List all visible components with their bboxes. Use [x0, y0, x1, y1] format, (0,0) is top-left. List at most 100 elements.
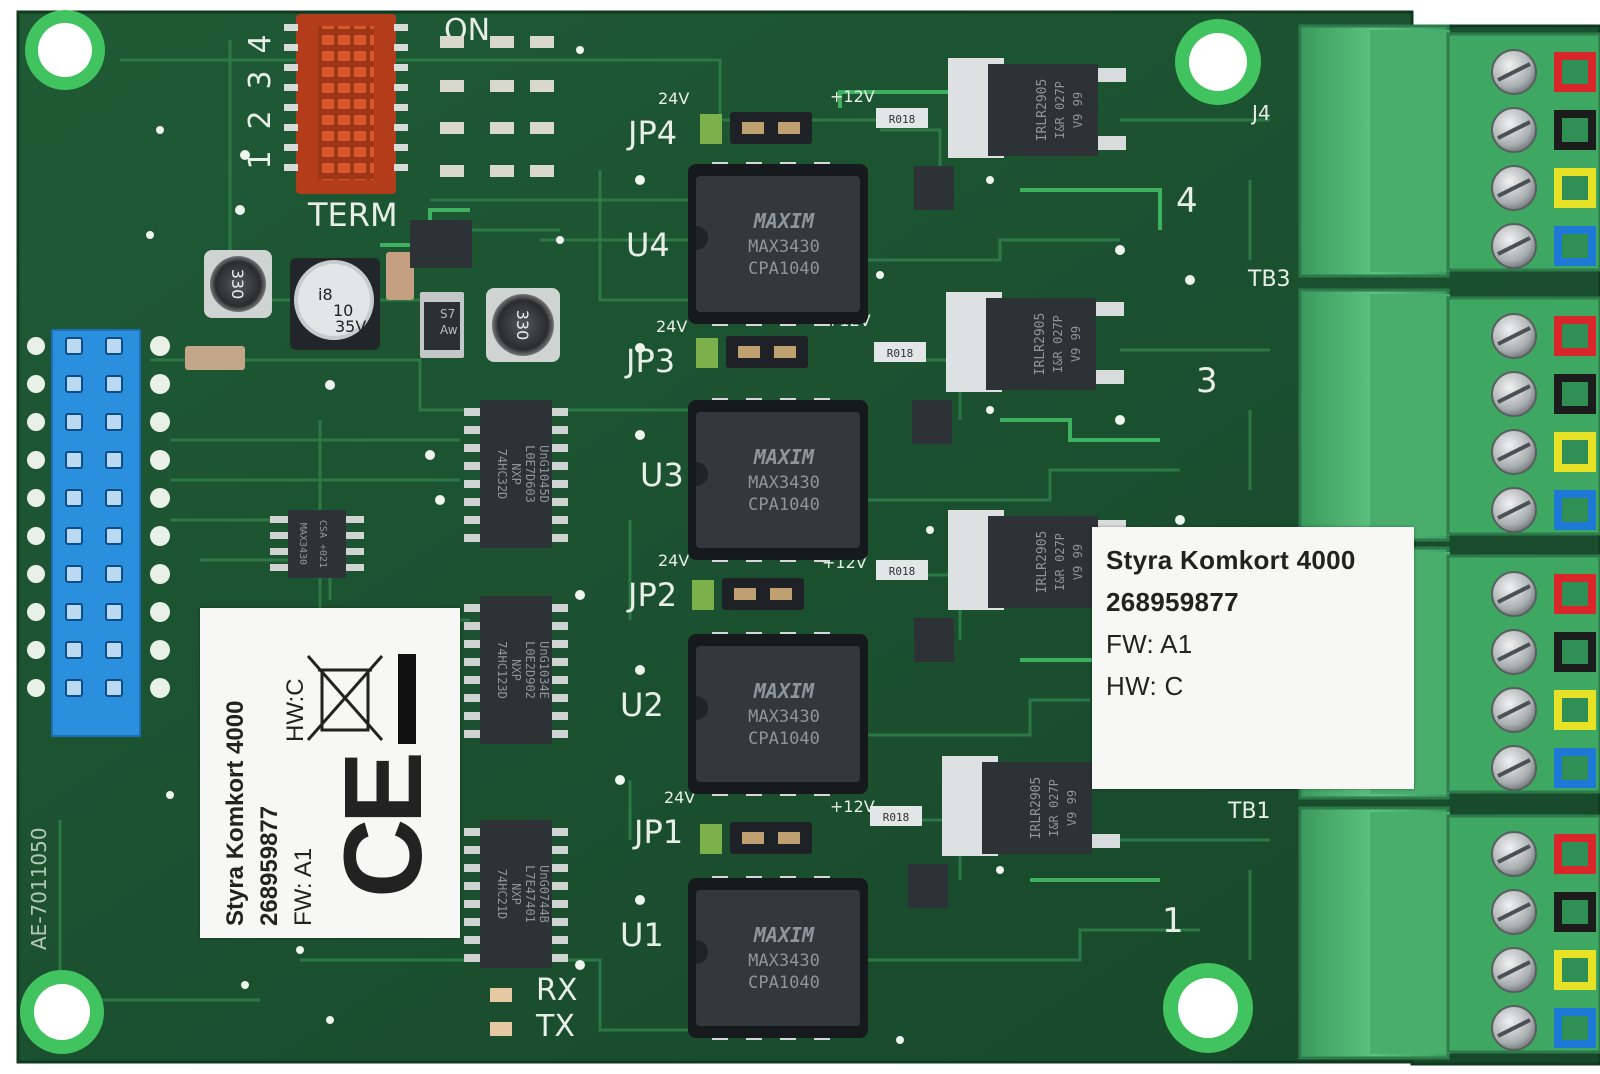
header-pin	[105, 337, 123, 355]
screw-icon[interactable]	[1491, 745, 1537, 791]
label-right-fw: FW: A1	[1106, 629, 1193, 659]
header-pin	[105, 451, 123, 469]
screw-icon[interactable]	[1491, 223, 1537, 269]
screw-icon[interactable]	[1491, 889, 1537, 935]
header-pin	[105, 565, 123, 583]
screw-icon[interactable]	[1491, 107, 1537, 153]
terminal-block[interactable]	[1298, 806, 1600, 1060]
svg-text:UnG0744B: UnG0744B	[537, 865, 551, 923]
header-pad	[27, 679, 45, 697]
header-pad	[150, 488, 170, 508]
header-pad	[150, 336, 170, 356]
svg-text:I&R 027P: I&R 027P	[1051, 315, 1065, 373]
led-tx	[490, 1022, 512, 1036]
svg-text:MAXIM: MAXIM	[753, 923, 815, 947]
screw-icon[interactable]	[1491, 429, 1537, 475]
svg-text:CPA1040: CPA1040	[748, 729, 820, 749]
svg-text:MAXIM: MAXIM	[753, 679, 815, 703]
svg-text:UnG1045D: UnG1045D	[537, 445, 551, 503]
small-max3430: MAX3430 CSA +021	[270, 510, 364, 578]
svg-text:3: 3	[243, 70, 278, 89]
svg-text:V9 99: V9 99	[1069, 326, 1083, 362]
header-pad	[150, 678, 170, 698]
label-left-title: Styra Komkort 4000	[222, 700, 249, 926]
svg-text:CPA1040: CPA1040	[748, 495, 820, 515]
screw-icon[interactable]	[1491, 571, 1537, 617]
screw-icon[interactable]	[1491, 831, 1537, 877]
jumper-24v-label: 24V	[664, 788, 695, 807]
svg-text:R018: R018	[889, 113, 916, 126]
label-left: Styra Komkort 4000 268959877 FW: A1 HW:C…	[200, 608, 460, 938]
screw-icon[interactable]	[1491, 371, 1537, 417]
screw-icon[interactable]	[1491, 49, 1537, 95]
jumper-12v-label: +12V	[830, 797, 875, 816]
svg-text:74HC21D: 74HC21D	[495, 869, 509, 920]
channel-4-label: 4	[1176, 181, 1198, 221]
label-left-fw: FW: A1	[290, 847, 317, 926]
header-pin	[65, 375, 83, 393]
tb1-label: TB1	[1227, 799, 1271, 824]
label-left-ce-mark: CE	[322, 757, 445, 898]
jumper-24v-label: 24V	[658, 551, 689, 570]
header-pad	[150, 450, 170, 470]
header-pad	[27, 489, 45, 507]
svg-text:I&R 027P: I&R 027P	[1047, 779, 1061, 837]
svg-text:NXP: NXP	[509, 463, 523, 485]
jumper-label: JP3	[624, 342, 675, 380]
svg-text:CSA +021: CSA +021	[317, 520, 328, 568]
rx-label: RX	[536, 973, 577, 1008]
terminal-block[interactable]	[1298, 288, 1600, 542]
header-pin	[105, 603, 123, 621]
screw-icon[interactable]	[1491, 629, 1537, 675]
svg-text:V9 99: V9 99	[1071, 92, 1085, 128]
inductor-right: 330	[486, 288, 560, 362]
screw-icon[interactable]	[1491, 313, 1537, 359]
header-pin	[105, 641, 123, 659]
svg-text:I&R 027P: I&R 027P	[1053, 81, 1067, 139]
inductor-left: 330	[204, 250, 272, 318]
screw-icon[interactable]	[1491, 687, 1537, 733]
dip-switch[interactable]	[284, 14, 408, 194]
dip-number-labels: 4 3 2 1	[243, 34, 278, 169]
bright-traces	[380, 90, 1162, 882]
screw-icon[interactable]	[1491, 165, 1537, 211]
ic-ref-label: U3	[640, 456, 684, 494]
svg-text:CPA1040: CPA1040	[748, 259, 820, 279]
header-pin	[65, 565, 83, 583]
j4-label: J4	[1250, 101, 1271, 125]
svg-text:R018: R018	[889, 565, 916, 578]
svg-text:MAX3430: MAX3430	[748, 707, 820, 727]
svg-text:i8: i8	[318, 285, 333, 304]
header-pad	[27, 641, 45, 659]
svg-text:MAX3430: MAX3430	[748, 951, 820, 971]
svg-text:74HC32D: 74HC32D	[495, 449, 509, 500]
svg-text:MAXIM: MAXIM	[753, 209, 815, 233]
led-rx	[490, 988, 512, 1002]
header-pin	[105, 679, 123, 697]
svg-text:L0E2D902: L0E2D902	[523, 641, 537, 699]
svg-text:UnG1034E: UnG1034E	[537, 641, 551, 699]
svg-text:NXP: NXP	[509, 659, 523, 681]
header-pad	[27, 603, 45, 621]
header-pad	[150, 602, 170, 622]
screw-icon[interactable]	[1491, 487, 1537, 533]
screw-icon[interactable]	[1491, 1005, 1537, 1051]
terminal-block[interactable]	[1298, 24, 1600, 278]
weee-bin-icon	[306, 655, 384, 741]
part-number-label: AE-7011050	[27, 827, 51, 950]
header-pin	[65, 413, 83, 431]
capacitor-tan	[386, 252, 414, 300]
screw-icon[interactable]	[1491, 947, 1537, 993]
header-pin	[65, 337, 83, 355]
tx-label: TX	[535, 1009, 575, 1044]
header-pad	[150, 374, 170, 394]
svg-text:I&R 027P: I&R 027P	[1053, 533, 1067, 591]
